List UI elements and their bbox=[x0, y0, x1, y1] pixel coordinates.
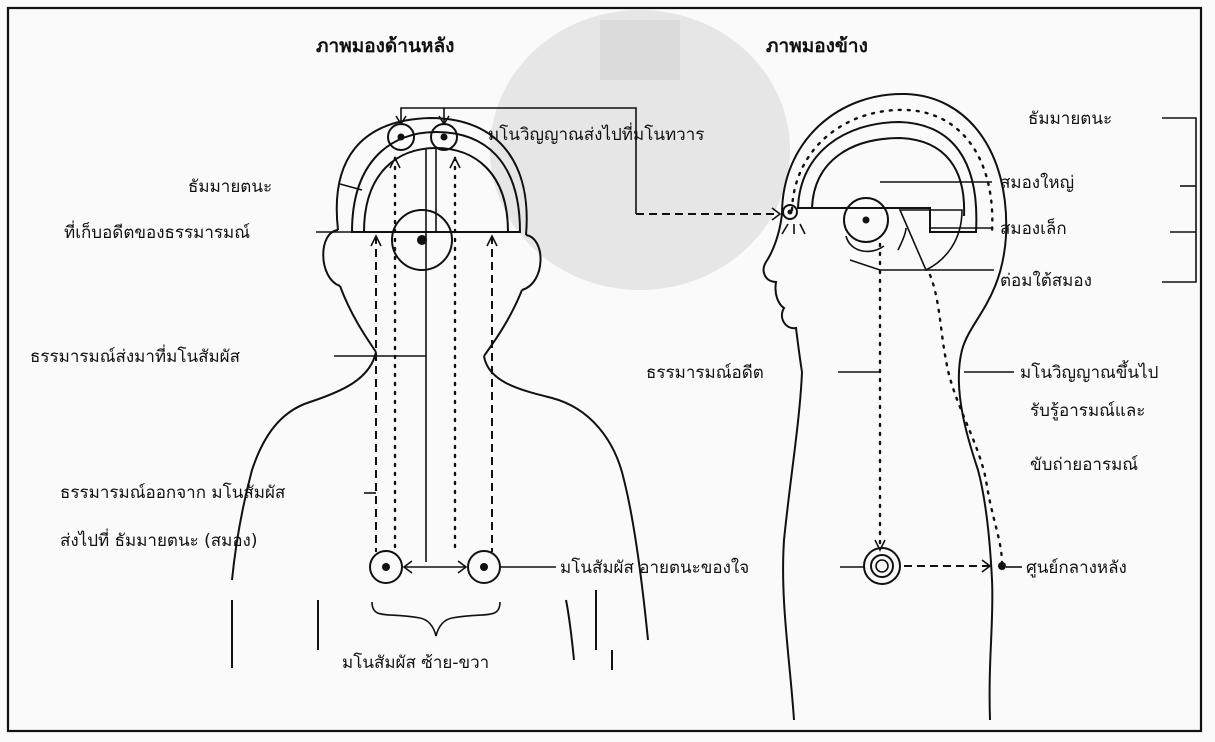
label-cerebrum: สมองใหญ่ bbox=[1000, 172, 1074, 193]
label-cerebellum: สมองเล็ก bbox=[1000, 217, 1067, 239]
label-past-dhamma: ธรรมารมณ์อดีต bbox=[646, 363, 764, 383]
label-dhamma-from-1: ธรรมารมณ์ออกจาก มโนสัมผัส bbox=[60, 482, 286, 503]
label-dhamma-to-mano: ธรรมารมณ์ส่งมาที่มโนสัมผัส bbox=[30, 344, 241, 367]
label-hypothalamus: ต่อมใต้สมอง bbox=[1000, 270, 1092, 291]
label-mano-left-right: มโนสัมผัส ซ้าย-ขวา bbox=[342, 652, 489, 673]
side-view-title: ภาพมองข้าง bbox=[766, 35, 868, 57]
watermark-seal bbox=[490, 10, 790, 290]
label-rise-3: ขับถ่ายอารมณ์ bbox=[1030, 455, 1138, 475]
back-view-title: ภาพมองด้านหลัง bbox=[316, 35, 454, 57]
label-storage: ที่เก็บอดีตของธรรมารมณ์ bbox=[64, 220, 250, 243]
label-rise-1: มโนวิญญาณขึ้นไป bbox=[1020, 360, 1158, 383]
label-mano-contact-center: มโนสัมผัส อายตนะของใจ bbox=[560, 557, 749, 578]
label-back-center: ศูนย์กลางหลัง bbox=[1026, 558, 1127, 578]
label-dhammayatana-side: ธัมมายตนะ bbox=[1028, 109, 1112, 129]
label-dhamma-from-2: ส่งไปที่ ธัมมายตนะ (สมอง) bbox=[60, 528, 257, 551]
label-mind-door: มโนวิญญาณส่งไปที่มโนทวาร bbox=[488, 122, 704, 145]
label-dhammayatana-back: ธัมมายตนะ bbox=[188, 177, 272, 197]
label-rise-2: รับรู้อารมณ์และ bbox=[1030, 401, 1145, 421]
